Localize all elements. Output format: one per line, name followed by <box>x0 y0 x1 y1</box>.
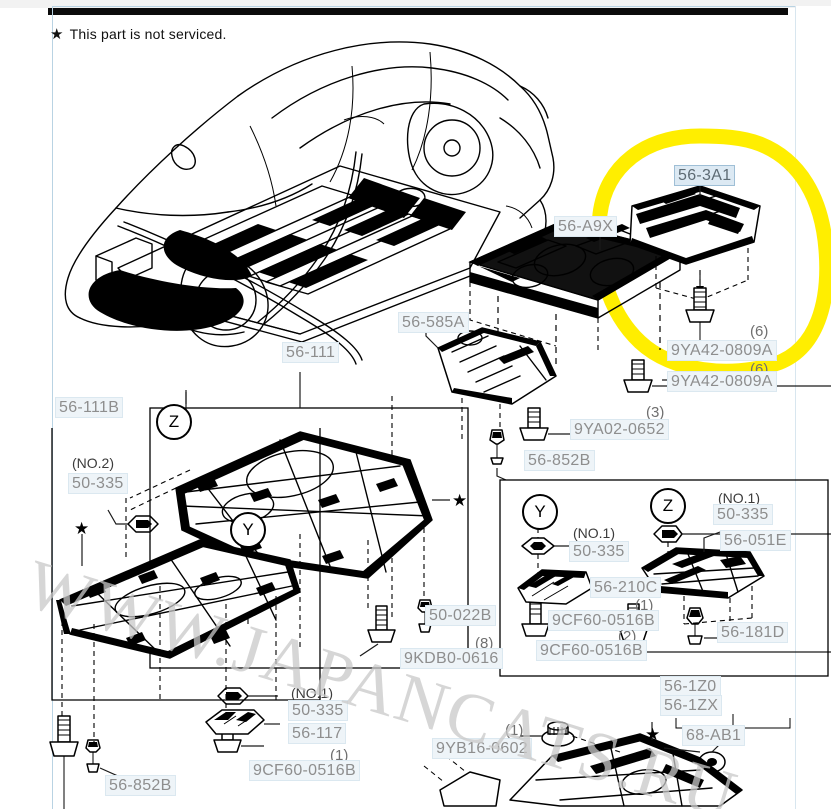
part-label-50-335-bl[interactable]: 50-335 <box>288 700 348 721</box>
detail-box-lower-right <box>499 479 829 677</box>
not-serviced-note-text: This part is not serviced. <box>69 26 227 42</box>
part-label-50-335-y[interactable]: 50-335 <box>569 541 629 562</box>
part-label-56-181D[interactable]: 56-181D <box>717 622 789 643</box>
star-marker-56-111B: ★ <box>74 519 90 538</box>
vehicle-outline-illustration <box>64 41 555 365</box>
callout-circle-z-detail[interactable]: Z <box>650 488 686 524</box>
qty-9CF60-0516B-1: (1) <box>635 597 654 614</box>
part-label-9YA42-0809A-lower[interactable]: 9YA42-0809A <box>667 371 777 392</box>
qty-9YA02-0652: (3) <box>646 404 665 421</box>
not-serviced-note: ★ This part is not serviced. <box>50 26 227 42</box>
part-56-585A-graphic <box>391 327 557 620</box>
right-margin-pane <box>795 6 831 809</box>
part-label-56-111B[interactable]: 56-111B <box>55 397 124 418</box>
qty-9KDB0-0616: (8) <box>475 635 494 652</box>
part-label-50-335-no2[interactable]: 50-335 <box>68 473 128 494</box>
callout-circle-z-top[interactable]: Z <box>156 404 192 440</box>
part-label-56-A9X[interactable]: 56-A9X <box>554 216 618 237</box>
qty-9YB16-0602: (1) <box>505 722 524 739</box>
part-label-68-AB1[interactable]: 68-AB1 <box>682 725 746 746</box>
callout-letter-z: Z <box>168 412 180 431</box>
qty-9CF60-0516B-bl: (1) <box>330 747 349 764</box>
part-label-56-585A[interactable]: 56-585A <box>398 312 469 333</box>
part-label-56-852B-upper[interactable]: 56-852B <box>524 450 595 471</box>
part-label-9KDB0-0616[interactable]: 9KDB0-0616 <box>400 648 503 669</box>
qty-56-3A1-bolt: (6) <box>750 323 769 340</box>
top-black-bar <box>48 8 788 15</box>
part-56-111B-graphic <box>51 390 321 742</box>
part-label-9CF60-0516B-y1[interactable]: 9CF60-0516B <box>548 610 659 631</box>
part-label-56-852B-bl[interactable]: 56-852B <box>105 775 176 796</box>
part-label-9CF60-0516B-y2[interactable]: 9CF60-0516B <box>536 640 647 661</box>
callout-circle-y-detail[interactable]: Y <box>522 494 558 530</box>
part-label-56-051E[interactable]: 56-051E <box>720 530 791 551</box>
part-label-50-335-z[interactable]: 50-335 <box>713 504 773 525</box>
callout-letter-y: Y <box>242 520 254 539</box>
star-marker-56-111: ★ <box>452 491 468 510</box>
part-label-56-111[interactable]: 56-111 <box>282 342 340 363</box>
part-56-1Z0-graphic <box>423 714 791 807</box>
star-marker-68-AB1: ★ <box>645 725 661 744</box>
part-label-56-3A1[interactable]: 56-3A1 <box>674 165 736 186</box>
callout-letter-z2: Z <box>662 496 674 515</box>
part-label-9YA02-0652[interactable]: 9YA02-0652 <box>570 419 669 440</box>
callout-circle-y-center[interactable]: Y <box>230 512 266 548</box>
star-icon: ★ <box>50 25 64 43</box>
yellow-highlight-marker <box>591 128 831 379</box>
part-label-56-1ZX[interactable]: 56-1ZX <box>660 695 723 716</box>
viewer-top-chrome <box>0 0 831 8</box>
part-56-3A1-graphic <box>629 185 761 301</box>
part-label-9CF60-0516B-bl[interactable]: 9CF60-0516B <box>249 760 360 781</box>
note-no1-z: (NO.1) <box>718 490 760 506</box>
part-label-50-022B[interactable]: 50-022B <box>425 605 496 626</box>
callout-letter-y2: Y <box>534 502 546 521</box>
part-label-56-117[interactable]: 56-117 <box>288 723 347 744</box>
part-label-56-210C[interactable]: 56-210C <box>590 577 662 598</box>
note-no2: (NO.2) <box>72 455 114 471</box>
part-label-9YB16-0602[interactable]: 9YB16-0602 <box>432 738 532 759</box>
note-no1-bl: (NO.1) <box>291 685 333 701</box>
part-label-9YA42-0809A-upper[interactable]: 9YA42-0809A <box>667 340 777 361</box>
note-no1-y: (NO.1) <box>573 525 615 541</box>
part-label-56-1Z0[interactable]: 56-1Z0 <box>660 676 721 697</box>
